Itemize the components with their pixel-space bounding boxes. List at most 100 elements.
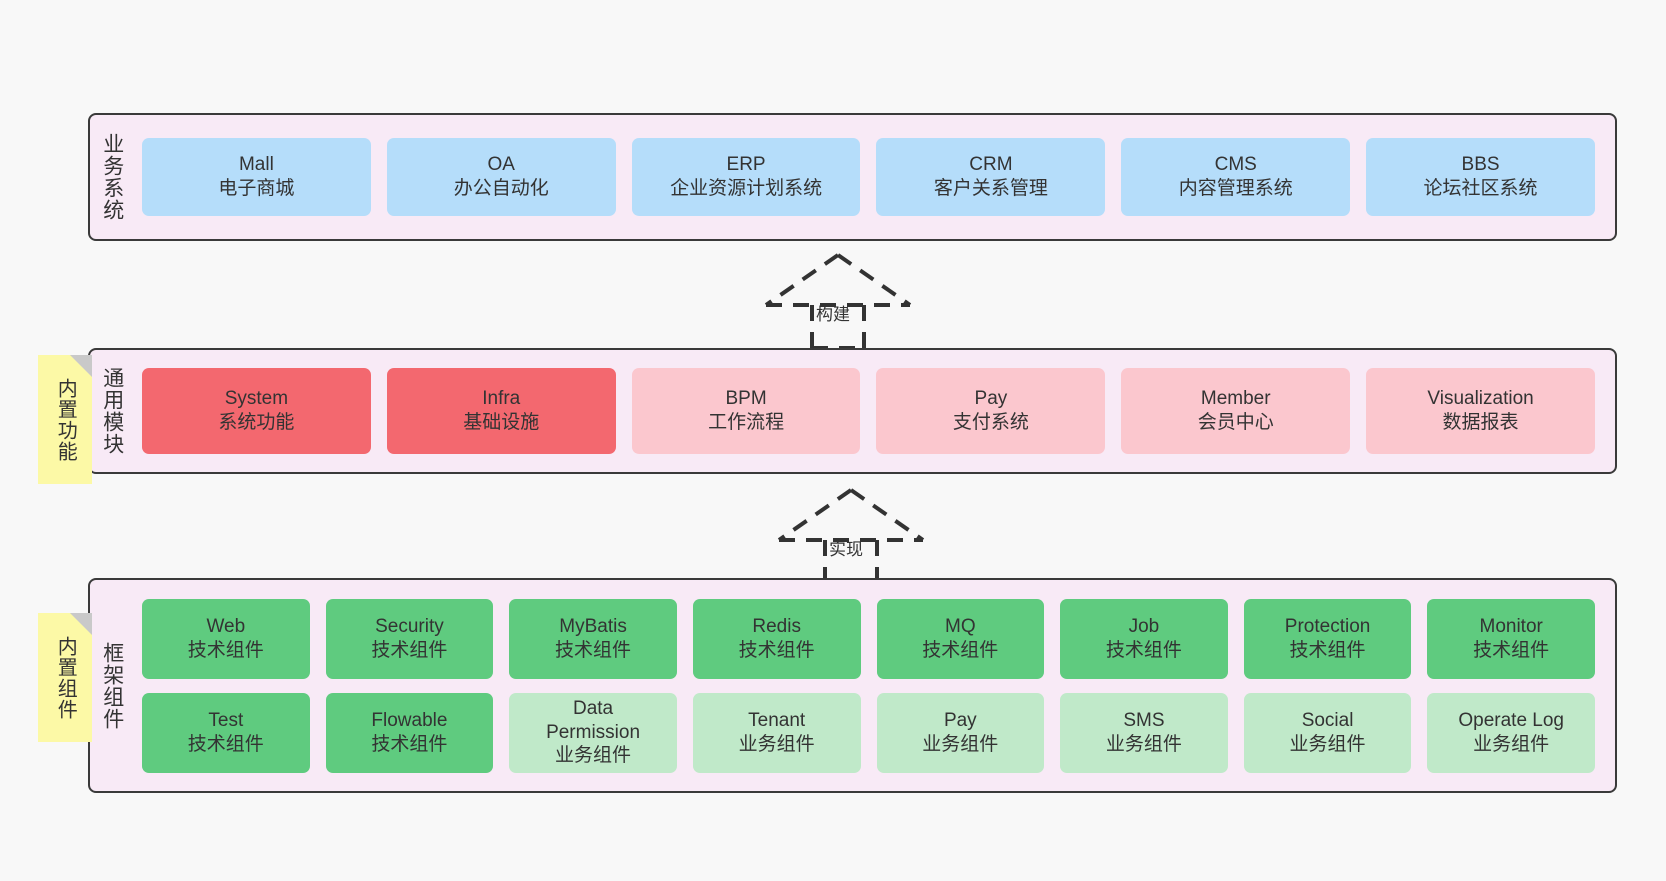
card-oa-cn: 办公自动化: [453, 178, 549, 199]
card-member-cn: 会员中心: [1197, 412, 1274, 433]
card-cms[interactable]: CMS 内容管理系统: [1121, 138, 1351, 216]
card-data-permission-en: Data Permission: [546, 697, 641, 743]
card-flowable[interactable]: Flowable 技术组件: [325, 692, 494, 773]
connector-implement-arrow: [777, 488, 925, 585]
card-job-cn: 技术组件: [1105, 639, 1182, 661]
card-redis-en: Redis: [752, 615, 801, 637]
card-system[interactable]: System 系统功能: [142, 368, 371, 454]
card-operate-log[interactable]: Operate Log 业务组件: [1427, 692, 1595, 773]
card-erp-cn: 企业资源计划系统: [670, 178, 823, 199]
card-test-en: Test: [208, 709, 244, 731]
card-mq[interactable]: MQ 技术组件: [876, 598, 1045, 679]
card-test[interactable]: Test 技术组件: [142, 692, 310, 773]
card-security[interactable]: Security 技术组件: [325, 598, 494, 679]
card-pay-component-cn: 业务组件: [922, 733, 999, 755]
card-member[interactable]: Member 会员中心: [1121, 368, 1351, 454]
card-tenant-cn: 业务组件: [738, 733, 815, 755]
card-operate-log-cn: 业务组件: [1473, 733, 1550, 755]
note-builtin-components-label: 内置组件: [54, 635, 77, 720]
layer-common-modules-title: 通用模块: [100, 367, 124, 455]
card-test-cn: 技术组件: [187, 733, 264, 755]
card-web[interactable]: Web 技术组件: [142, 598, 310, 679]
card-social-en: Social: [1301, 709, 1354, 731]
card-erp-en: ERP: [726, 154, 766, 176]
card-monitor-cn: 技术组件: [1473, 639, 1550, 661]
layer-business-system: 业务系统 Mall 电子商城 OA 办公自动化 ERP 企业资源计划系统 CRM…: [88, 113, 1617, 241]
layer-framework-components: 框架组件 Web 技术组件 Security 技术组件 MyBatis 技术组件…: [88, 578, 1617, 793]
card-monitor[interactable]: Monitor 技术组件: [1427, 598, 1595, 679]
framework-row-technical: Web 技术组件 Security 技术组件 MyBatis 技术组件 Redi…: [134, 598, 1603, 679]
connector-implement: 实现: [763, 485, 943, 585]
card-mall-cn: 电子商城: [218, 178, 295, 199]
card-bbs[interactable]: BBS 论坛社区系统: [1366, 138, 1595, 216]
connector-build: 构建: [750, 250, 930, 350]
layer-framework-components-title: 框架组件: [100, 641, 124, 730]
card-tenant[interactable]: Tenant 业务组件: [692, 692, 861, 773]
card-sms-cn: 业务组件: [1105, 733, 1182, 755]
card-pay-component[interactable]: Pay 业务组件: [876, 692, 1045, 773]
card-redis-cn: 技术组件: [738, 639, 815, 661]
card-mybatis-cn: 技术组件: [555, 639, 632, 661]
layer-business-system-body: Mall 电子商城 OA 办公自动化 ERP 企业资源计划系统 CRM 客户关系…: [134, 115, 1615, 239]
card-infra-cn: 基础设施: [463, 412, 540, 433]
card-redis[interactable]: Redis 技术组件: [692, 598, 861, 679]
card-mq-en: MQ: [945, 615, 976, 637]
card-security-cn: 技术组件: [371, 639, 448, 661]
card-protection-cn: 技术组件: [1289, 639, 1366, 661]
card-oa-en: OA: [487, 154, 515, 176]
card-crm[interactable]: CRM 客户关系管理: [876, 138, 1106, 216]
card-sms[interactable]: SMS 业务组件: [1060, 692, 1228, 773]
card-monitor-en: Monitor: [1479, 615, 1543, 637]
card-oa[interactable]: OA 办公自动化: [386, 138, 616, 216]
card-mybatis-en: MyBatis: [559, 615, 627, 637]
card-bpm-en: BPM: [725, 388, 767, 410]
card-infra[interactable]: Infra 基础设施: [386, 368, 616, 454]
card-crm-en: CRM: [969, 154, 1013, 176]
card-mq-cn: 技术组件: [922, 639, 999, 661]
card-security-en: Security: [375, 615, 444, 637]
note-fold-corner-icon-2: [70, 613, 92, 635]
card-job[interactable]: Job 技术组件: [1060, 598, 1228, 679]
card-pay-module-cn: 支付系统: [952, 412, 1029, 433]
card-mall-en: Mall: [238, 154, 274, 176]
framework-row-business: Test 技术组件 Flowable 技术组件 Data Permission …: [134, 692, 1603, 773]
card-tenant-en: Tenant: [748, 709, 806, 731]
card-erp[interactable]: ERP 企业资源计划系统: [631, 138, 861, 216]
card-mybatis[interactable]: MyBatis 技术组件: [509, 598, 677, 679]
card-protection[interactable]: Protection 技术组件: [1243, 598, 1412, 679]
card-visualization[interactable]: Visualization 数据报表: [1366, 368, 1595, 454]
card-social-cn: 业务组件: [1289, 733, 1366, 755]
card-pay-component-en: Pay: [943, 709, 977, 731]
card-bpm-cn: 工作流程: [708, 412, 785, 433]
card-protection-en: Protection: [1284, 615, 1371, 637]
card-pay-module-en: Pay: [974, 388, 1008, 410]
card-system-en: System: [224, 388, 289, 410]
card-social[interactable]: Social 业务组件: [1243, 692, 1412, 773]
card-pay-module[interactable]: Pay 支付系统: [876, 368, 1106, 454]
card-bpm[interactable]: BPM 工作流程: [631, 368, 861, 454]
connector-implement-label: 实现: [829, 540, 863, 559]
card-operate-log-en: Operate Log: [1458, 709, 1564, 731]
layer-common-modules-body: System 系统功能 Infra 基础设施 BPM 工作流程 Pay 支付系统…: [134, 350, 1615, 472]
card-web-cn: 技术组件: [187, 639, 264, 661]
card-visualization-en: Visualization: [1427, 388, 1534, 410]
connector-build-arrow: [764, 253, 912, 350]
card-visualization-cn: 数据报表: [1442, 412, 1519, 433]
note-fold-corner-icon: [70, 355, 92, 377]
card-bbs-cn: 论坛社区系统: [1423, 178, 1538, 199]
card-data-permission-cn: 业务组件: [555, 745, 632, 767]
card-flowable-en: Flowable: [371, 709, 448, 731]
card-cms-en: CMS: [1214, 154, 1257, 176]
card-flowable-cn: 技术组件: [371, 733, 448, 755]
layer-business-system-title: 业务系统: [100, 133, 124, 221]
card-infra-en: Infra: [482, 388, 521, 410]
card-mall[interactable]: Mall 电子商城: [142, 138, 371, 216]
card-data-permission[interactable]: Data Permission 业务组件: [509, 692, 677, 773]
card-crm-cn: 客户关系管理: [933, 178, 1048, 199]
card-member-en: Member: [1200, 388, 1271, 410]
note-builtin-features-label: 内置功能: [54, 377, 77, 462]
note-builtin-features: 内置功能: [38, 355, 92, 484]
layer-common-modules: 通用模块 System 系统功能 Infra 基础设施 BPM 工作流程 Pay…: [88, 348, 1617, 474]
card-job-en: Job: [1128, 615, 1160, 637]
